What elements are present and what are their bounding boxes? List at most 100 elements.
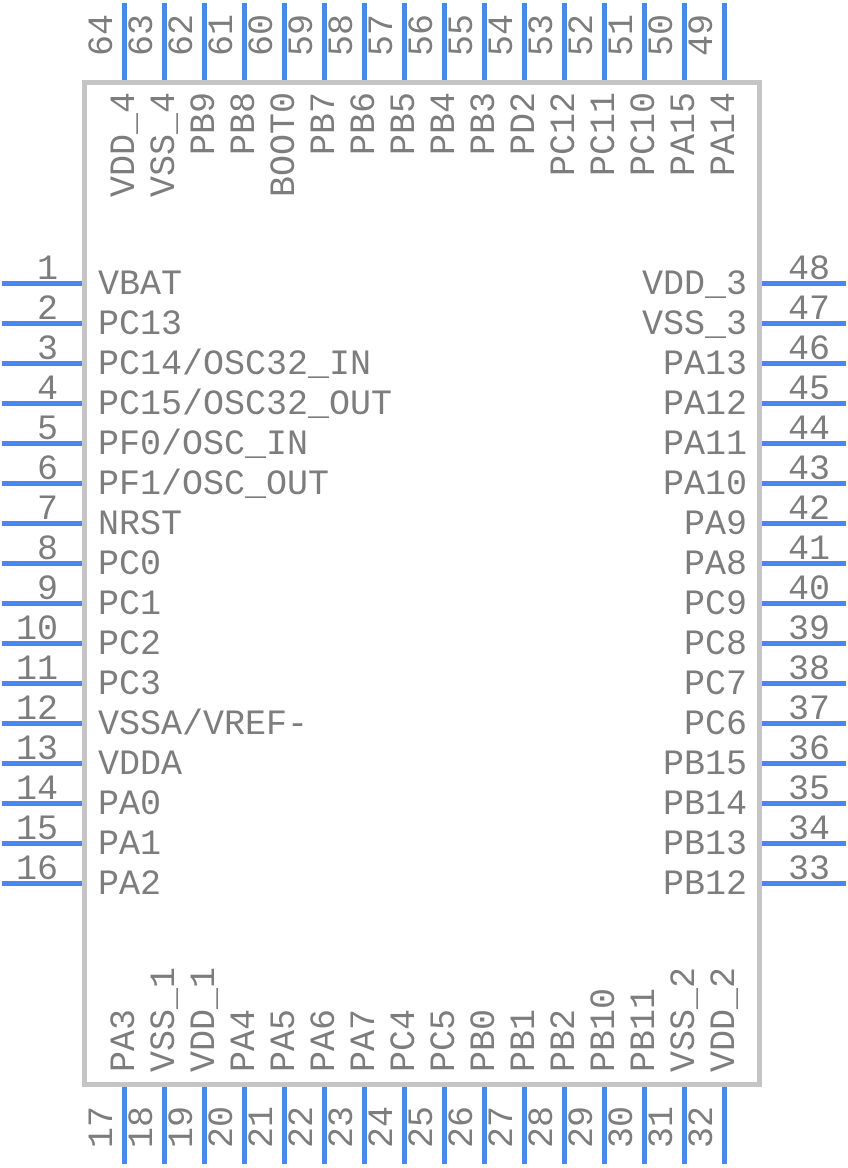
pin-line [2, 481, 82, 486]
pin-line [762, 481, 846, 486]
pin-number: 52 [563, 13, 603, 56]
pin-name: PC5 [425, 1008, 465, 1072]
pin-name: PC2 [98, 625, 162, 665]
pin-name: PC3 [98, 665, 162, 705]
pin-name: PB6 [345, 92, 385, 156]
pin-number: 50 [643, 13, 683, 56]
pin-number: 40 [788, 570, 831, 610]
pin-name: PB8 [225, 92, 265, 156]
pin-line [322, 1087, 327, 1164]
pin-line [402, 1087, 407, 1164]
pin-number: 10 [15, 610, 58, 650]
pin-number: 63 [123, 13, 163, 56]
pin-name: PA15 [665, 92, 705, 177]
pin-name: PC12 [545, 92, 585, 177]
pin-name: PA10 [662, 465, 747, 505]
pin-number: 53 [523, 13, 563, 56]
pin-name: PB5 [385, 92, 425, 156]
pin-line [762, 801, 846, 806]
pin-name: VSSA/VREF- [98, 705, 309, 745]
pin-line [2, 361, 82, 366]
pin-line [642, 1087, 647, 1164]
pin-name: VSS_1 [145, 966, 185, 1072]
pin-line [362, 3, 367, 80]
pin-line [762, 441, 846, 446]
pin-line [722, 3, 727, 80]
pin-name: PA13 [662, 345, 747, 385]
pin-name: PB14 [662, 785, 747, 825]
pin-line [2, 881, 82, 886]
pin-line [242, 3, 247, 80]
pin-line [162, 1087, 167, 1164]
pin-line [242, 1087, 247, 1164]
pin-line [2, 841, 82, 846]
pin-name: PC13 [98, 305, 183, 345]
pin-number: 27 [483, 1106, 523, 1149]
pin-line [762, 521, 846, 526]
pin-number: 17 [83, 1106, 123, 1149]
pin-line [2, 521, 82, 526]
pin-line [562, 3, 567, 80]
pin-line [2, 721, 82, 726]
pin-name: PB11 [625, 987, 665, 1072]
pin-name: PC4 [385, 1008, 425, 1072]
pin-line [362, 1087, 367, 1164]
pin-name: PA6 [305, 1008, 345, 1072]
pin-name: VSS_4 [145, 92, 185, 198]
pin-name: PF1/OSC_OUT [98, 465, 330, 505]
pin-name: PC0 [98, 545, 162, 585]
pin-name: PB12 [662, 865, 747, 905]
pin-name: PA8 [683, 545, 747, 585]
pin-name: NRST [98, 505, 183, 545]
pin-number: 2 [36, 290, 58, 330]
pin-name: VSS_3 [641, 305, 747, 345]
pin-name: PB2 [545, 1008, 585, 1072]
pin-name: PC8 [683, 625, 747, 665]
pin-name: PB13 [662, 825, 747, 865]
pin-name: PA7 [345, 1008, 385, 1072]
pin-number: 58 [323, 13, 363, 56]
pin-number: 28 [523, 1106, 563, 1149]
pin-line [2, 641, 82, 646]
pin-line [2, 601, 82, 606]
pin-number: 47 [788, 290, 831, 330]
pin-name: VDD_2 [705, 966, 745, 1072]
pin-name: PA1 [98, 825, 162, 865]
pin-name: PF0/OSC_IN [98, 425, 309, 465]
pin-name: PA5 [265, 1008, 305, 1072]
pin-line [2, 281, 82, 286]
pin-number: 15 [15, 810, 58, 850]
pin-name: PA14 [705, 92, 745, 177]
pin-number: 45 [788, 370, 831, 410]
pin-line [2, 681, 82, 686]
pin-line [762, 841, 846, 846]
pin-name: PD2 [505, 92, 545, 156]
pin-line [722, 1087, 727, 1164]
pin-number: 19 [163, 1106, 203, 1149]
pin-name: PC14/OSC32_IN [98, 345, 372, 385]
pin-name: VSS_2 [665, 966, 705, 1072]
pin-number: 9 [36, 570, 58, 610]
pin-number: 26 [443, 1106, 483, 1149]
pin-number: 61 [203, 13, 243, 56]
pin-line [602, 3, 607, 80]
pin-number: 64 [83, 13, 123, 56]
pin-name: VDD_1 [185, 966, 225, 1072]
pin-name: PB4 [425, 92, 465, 156]
pin-line [762, 281, 846, 286]
pin-line [122, 3, 127, 80]
pin-number: 35 [788, 770, 831, 810]
pin-name: VDD_4 [105, 92, 145, 198]
pin-number: 32 [683, 1106, 723, 1149]
pin-line [2, 441, 82, 446]
pin-number: 57 [363, 13, 403, 56]
pin-name: PB0 [465, 1008, 505, 1072]
pin-name: PA12 [662, 385, 747, 425]
chip-body [82, 80, 762, 1087]
pin-number: 60 [243, 13, 283, 56]
pin-name: PB15 [662, 745, 747, 785]
pin-name: PB3 [465, 92, 505, 156]
pin-name: PA11 [662, 425, 747, 465]
pin-name: PB7 [305, 92, 345, 156]
